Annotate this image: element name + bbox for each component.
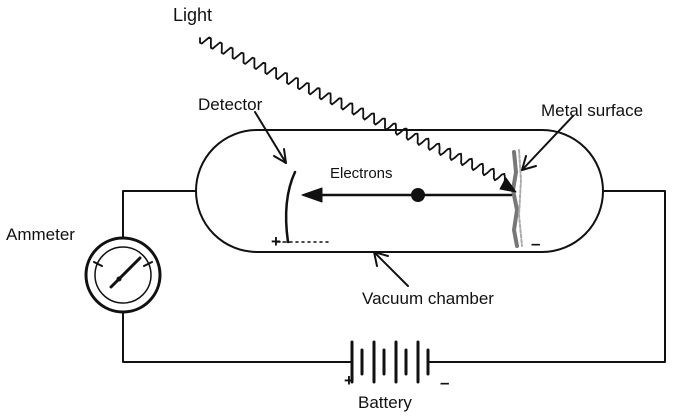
metal-surface-pointer-arrow: [521, 115, 574, 171]
battery: [341, 340, 434, 384]
chamber-minus-sign: –: [531, 234, 541, 253]
electrons-label: Electrons: [330, 165, 393, 182]
battery-plus-sign: +: [344, 371, 354, 390]
light-label: Light: [173, 5, 213, 25]
chamber-plus-sign: +: [271, 232, 281, 251]
wire-battery-to-chamber: [432, 190, 666, 363]
metal-surface-label: Metal surface: [541, 101, 644, 120]
battery-minus-sign: –: [440, 373, 450, 392]
detector-pointer-arrow: [254, 111, 287, 164]
vacuum-chamber-pointer-arrow: [373, 251, 409, 287]
light-arrowhead: [499, 177, 517, 193]
light-wave: [199, 36, 506, 184]
electron-arrowhead: [301, 187, 323, 203]
wire-ammeter-to-battery: [122, 312, 343, 363]
battery-label: Battery: [358, 393, 412, 412]
detector-label: Detector: [198, 95, 263, 114]
metal-surface-plate: [511, 150, 519, 248]
detector-plate: [284, 170, 297, 244]
vacuum-chamber-label: Vacuum chamber: [362, 289, 494, 308]
wire-chamber-to-ammeter: [122, 190, 197, 239]
ammeter-label: Ammeter: [6, 225, 75, 244]
electron: [411, 188, 425, 202]
ammeter: [84, 236, 162, 314]
ammeter-needle: [109, 256, 142, 289]
